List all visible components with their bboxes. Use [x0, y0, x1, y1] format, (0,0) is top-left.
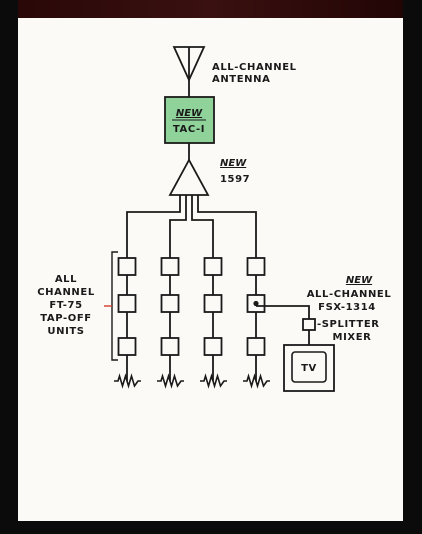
tapoff-label-line-1: CHANNEL [37, 287, 95, 298]
splitter-path [256, 305, 316, 345]
tapoff-columns [114, 257, 270, 389]
tapoff-label-line-2: FT-75 [49, 300, 82, 311]
antenna-symbol [172, 46, 206, 97]
tapoff-unit [203, 257, 223, 276]
antenna-label-line2: ANTENNA [212, 74, 270, 85]
tapoff-label-line-3: TAP-OFF [40, 313, 91, 324]
tapoff-label: ALL CHANNEL FT-75 TAP-OFF UNITS [37, 274, 95, 337]
fanout-wires [126, 195, 257, 258]
antenna-label-line1: ALL-CHANNEL [212, 62, 297, 73]
splitter-tap-dot [253, 300, 259, 307]
tapoff-label-line-0: ALL [55, 274, 77, 285]
splitter-new-label: NEW [346, 275, 373, 286]
splitter-line-1: FSX-1314 [318, 302, 376, 313]
tapoff-unit [246, 257, 266, 276]
tv-label: TV [301, 363, 317, 374]
top-edge-strip [18, 0, 403, 18]
tapoff-label-line-4: UNITS [47, 326, 84, 337]
tapoff-unit [203, 337, 223, 356]
amplifier-triangle [168, 158, 210, 196]
tapoff-unit [117, 337, 137, 356]
splitter-box [302, 318, 316, 331]
tac-name: TAC-I [173, 124, 205, 135]
splitter-line-0: ALL-CHANNEL [307, 289, 392, 300]
tapoff-unit [160, 337, 180, 356]
amplifier-model: 1597 [220, 174, 250, 185]
tapoff-unit [117, 294, 137, 313]
tapoff-unit [160, 257, 180, 276]
tapoff-unit [160, 294, 180, 313]
splitter-line-3: MIXER [333, 332, 372, 343]
tapoff-bracket [104, 251, 118, 361]
tapoff-unit [246, 337, 266, 356]
amplifier-new-label: NEW [220, 158, 247, 169]
tv-set: TV [283, 344, 335, 392]
splitter-label: NEW ALL-CHANNEL FSX-1314 -SPLITTER MIXER [307, 275, 392, 343]
splitter-line-2: -SPLITTER [317, 319, 380, 330]
tapoff-unit [203, 294, 223, 313]
tapoff-unit [117, 257, 137, 276]
tac-new-label: NEW [176, 108, 203, 119]
